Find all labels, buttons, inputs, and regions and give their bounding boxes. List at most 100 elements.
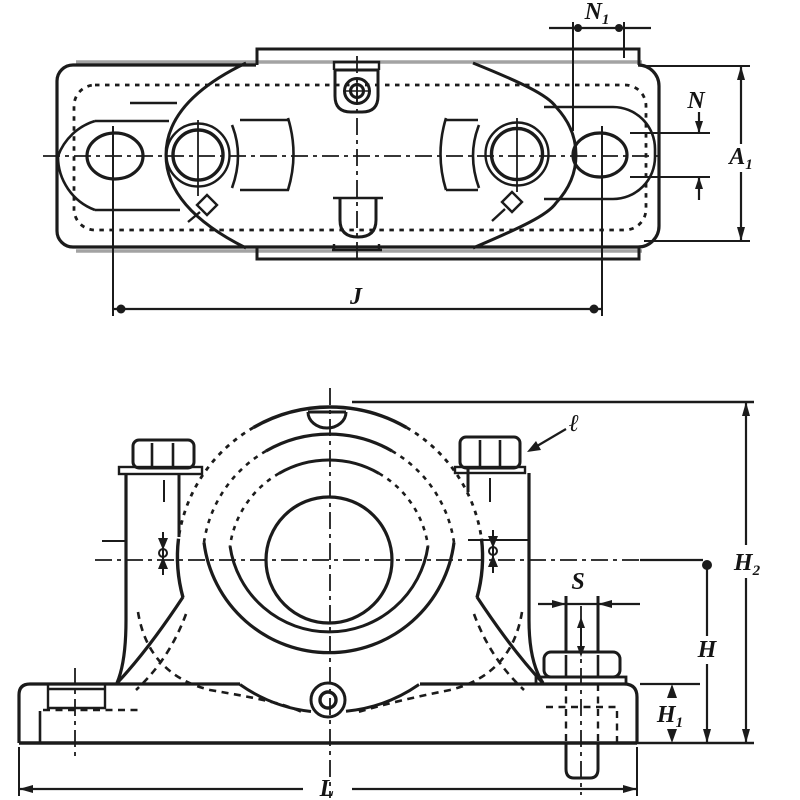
left-slot-boss xyxy=(56,119,96,212)
bearing-od-hidden-right xyxy=(391,449,456,543)
S-label: S xyxy=(571,569,584,595)
housing-outer-arc-right-lower xyxy=(475,538,485,599)
bearing-od-arc-top xyxy=(265,432,393,453)
rib-hidden-left-outer xyxy=(136,611,303,714)
right-lug-outer-edge xyxy=(527,473,545,684)
dimension-S: S xyxy=(538,569,640,608)
l-leader-arrowhead xyxy=(527,441,541,452)
housing-outer-arc-hidden-right xyxy=(405,426,483,539)
cup-body xyxy=(338,198,378,239)
inner-ring-arc-top xyxy=(278,458,380,475)
right-pin-arrow-up xyxy=(488,555,498,567)
H2-arrowhead-top xyxy=(742,402,750,416)
left-skirt-arc xyxy=(116,596,185,684)
left-locating-pin xyxy=(102,532,168,575)
housing-outer-arc xyxy=(252,405,408,429)
L-arrowhead-right xyxy=(623,785,637,793)
H1-arrowhead-bottom xyxy=(667,729,677,743)
rib-hidden-right-outer xyxy=(357,611,524,714)
nipple-front-dome xyxy=(306,411,348,430)
left-bolt-washer xyxy=(117,465,204,476)
dimension-H: H xyxy=(697,560,718,743)
nipple-body xyxy=(333,68,380,114)
S-arrowhead-right xyxy=(598,600,612,608)
H2-label: H2 xyxy=(733,550,761,579)
bottom-plug-inner xyxy=(318,690,338,710)
inner-ring-hidden-right xyxy=(378,472,430,547)
right-slot-boss xyxy=(544,105,657,201)
N1-dot-left xyxy=(574,24,582,32)
top-view: J N1 N A1 xyxy=(43,0,753,316)
right-skirt-arc xyxy=(475,596,544,684)
left-lug-outer-edge xyxy=(115,474,128,684)
dimension-J: J xyxy=(113,284,602,314)
dimension-H1: H1 xyxy=(656,684,683,743)
left-foot-recess xyxy=(46,684,107,710)
base-right-profile xyxy=(420,682,639,743)
right-locating-pin xyxy=(468,530,529,573)
front-view: ℓ S H2 H xyxy=(17,388,761,800)
grease-nipple-front-view xyxy=(306,410,348,430)
S-arrowhead-left xyxy=(552,600,566,608)
right-bolt-head xyxy=(458,435,522,470)
dimension-l: ℓ xyxy=(527,411,579,452)
left-pin-circle xyxy=(158,548,168,558)
cap-outline-top xyxy=(255,47,641,65)
left-split-mark xyxy=(187,193,219,223)
H2-arrowhead-bottom xyxy=(742,729,750,743)
inner-ring-hidden-left xyxy=(228,472,280,547)
l-label: ℓ xyxy=(569,411,579,437)
right-seat-arc-inner xyxy=(471,124,481,189)
right-split-mark xyxy=(491,190,524,222)
N1-label: N1 xyxy=(584,0,610,28)
H-arrowhead-bottom xyxy=(703,729,711,743)
anchor-bolt xyxy=(534,596,628,795)
dimension-H2: H2 xyxy=(733,402,761,743)
bearing-od-arc-bottom xyxy=(202,542,456,655)
inner-ring-arc-bottom xyxy=(228,545,430,634)
J-dot-right xyxy=(589,304,599,314)
base-left-profile xyxy=(17,682,240,743)
cap-dome-arc-right xyxy=(472,61,578,250)
housing-outer-arc-hidden-left xyxy=(177,426,255,539)
right-bolt-washer xyxy=(453,465,527,475)
left-bolt-head xyxy=(131,438,196,470)
cap-outline-bottom xyxy=(255,247,641,261)
dimension-L: L xyxy=(18,747,638,800)
right-seat-arc-outer xyxy=(439,117,448,191)
left-cap-bolt-front xyxy=(117,438,204,502)
N-arrowhead-top xyxy=(695,121,703,133)
A1-arrowhead-top xyxy=(737,66,745,80)
dimension-N1: N1 xyxy=(549,0,651,131)
plate-hidden-edge xyxy=(72,83,648,232)
anchor-bolt-tip xyxy=(564,743,600,780)
anchor-nut xyxy=(542,650,622,679)
J-dot-left xyxy=(116,304,126,314)
dimension-N: N xyxy=(630,88,710,200)
N-arrowhead-bottom xyxy=(695,177,703,189)
rib-hidden-left-inner xyxy=(135,613,188,691)
right-bolt-slot xyxy=(571,131,629,179)
N-label: N xyxy=(686,88,706,114)
H1-label: H1 xyxy=(656,702,683,731)
H1-arrowhead-top xyxy=(667,684,677,698)
right-pin-circle xyxy=(488,546,498,556)
L-label: L xyxy=(319,776,335,800)
dimension-A1: A1 xyxy=(644,65,753,242)
L-arrowhead-left xyxy=(19,785,33,793)
bearing-od-hidden-left xyxy=(202,449,267,543)
right-pin-arrow-down xyxy=(488,536,498,548)
A1-arrowhead-bottom xyxy=(737,227,745,241)
housing-outer-arc-left-lower xyxy=(175,538,185,599)
left-pin-arrow-up xyxy=(158,557,168,569)
rib-hidden-right-inner xyxy=(472,613,525,691)
H-dot-top xyxy=(702,560,712,570)
left-pin-arrow-down xyxy=(158,538,168,550)
J-label: J xyxy=(349,284,363,310)
bottom-plug-outer xyxy=(309,681,347,719)
H-label: H xyxy=(697,637,718,663)
N1-dot-right xyxy=(615,24,623,32)
A1-label: A1 xyxy=(727,144,753,173)
